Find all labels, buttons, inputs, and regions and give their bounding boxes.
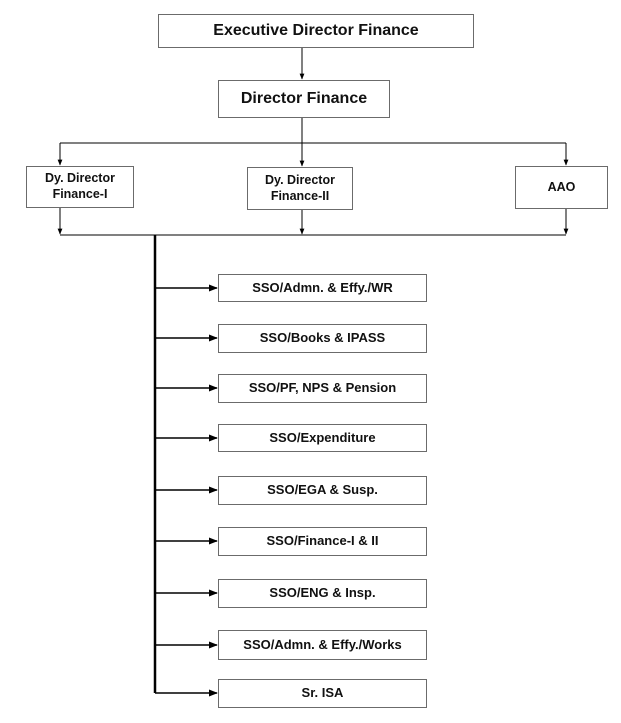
section-label: SSO/PF, NPS & Pension [248, 380, 397, 396]
executive-director-finance-label: Executive Director Finance [213, 22, 419, 39]
aao-box: AAO [515, 166, 608, 209]
dy-director-finance-1-label: Dy. Director Finance-I [45, 171, 115, 201]
section-label: SSO/Expenditure [269, 429, 376, 445]
section-label: SSO/Finance-I & II [266, 533, 379, 549]
section-box: SSO/ENG & Insp. [218, 579, 427, 608]
director-finance-label: Director Finance [240, 90, 368, 107]
section-box: SSO/Admn. & Effy./Works [218, 630, 427, 660]
section-box: SSO/Finance-I & II [218, 527, 427, 556]
section-label: Sr. ISA [301, 685, 344, 701]
dy-director-finance-1-box: Dy. Director Finance-I [26, 166, 134, 208]
section-box: SSO/Books & IPASS [218, 324, 427, 353]
section-box: Sr. ISA [218, 679, 427, 708]
section-label: SSO/Books & IPASS [259, 330, 386, 346]
dy-director-finance-2-label: Dy. Director Finance-II [265, 172, 335, 203]
section-box: SSO/PF, NPS & Pension [218, 374, 427, 403]
section-box: SSO/Expenditure [218, 424, 427, 452]
section-box: SSO/Admn. & Effy./WR [218, 274, 427, 302]
section-label: SSO/ENG & Insp. [269, 585, 376, 601]
section-label: SSO/EGA & Susp. [267, 482, 378, 498]
dy-director-finance-2-box: Dy. Director Finance-II [247, 167, 353, 210]
aao-label: AAO [547, 179, 576, 194]
section-box: SSO/EGA & Susp. [218, 476, 427, 505]
section-label: SSO/Admn. & Effy./Works [243, 636, 402, 652]
section-label: SSO/Admn. & Effy./WR [252, 279, 393, 295]
executive-director-finance-box: Executive Director Finance [158, 14, 474, 48]
director-finance-box: Director Finance [218, 80, 390, 118]
